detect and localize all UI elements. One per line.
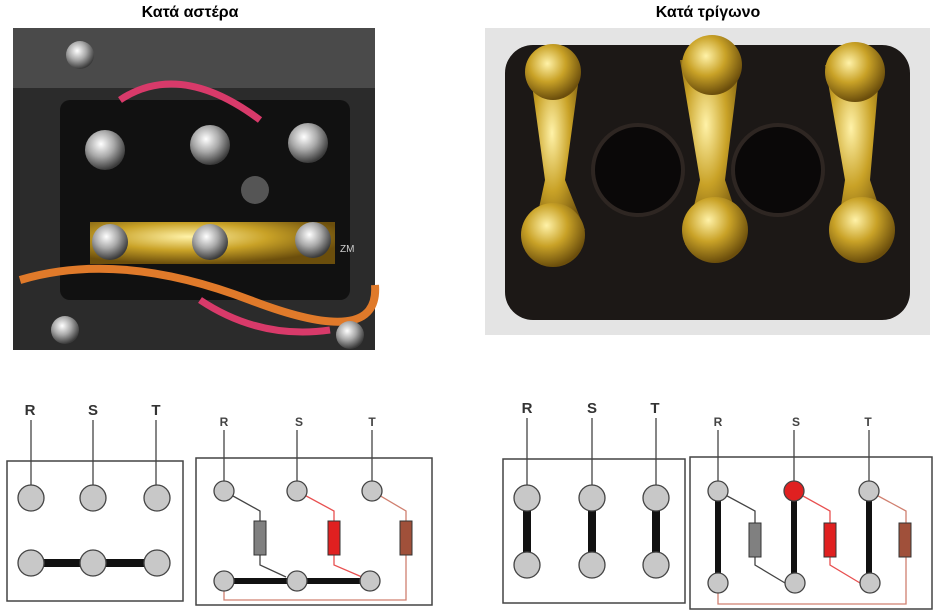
delta-title: Κατά τρίγωνο bbox=[656, 4, 761, 21]
delta-winding-diagram: R S T bbox=[689, 415, 933, 610]
label-s: S bbox=[88, 402, 98, 419]
delta-bridge-diagram: R S T bbox=[502, 400, 686, 604]
label-r: R bbox=[522, 400, 533, 417]
label-s: S bbox=[295, 415, 303, 429]
label-t: T bbox=[368, 415, 376, 429]
star-title: Κατά αστέρα bbox=[142, 4, 239, 21]
label-r: R bbox=[714, 415, 723, 429]
star-winding-diagram: R S T bbox=[195, 415, 433, 606]
label-t: T bbox=[864, 415, 872, 429]
star-bridge-diagram: R S T bbox=[6, 402, 184, 602]
photo-marking: ZM bbox=[340, 244, 354, 255]
label-t: T bbox=[650, 400, 659, 417]
label-r: R bbox=[25, 402, 36, 419]
star-terminal-photo: ZM bbox=[13, 28, 380, 350]
label-r: R bbox=[220, 415, 229, 429]
label-s: S bbox=[792, 415, 800, 429]
label-s: S bbox=[587, 400, 597, 417]
delta-terminal-photo bbox=[485, 28, 930, 335]
label-t: T bbox=[151, 402, 160, 419]
